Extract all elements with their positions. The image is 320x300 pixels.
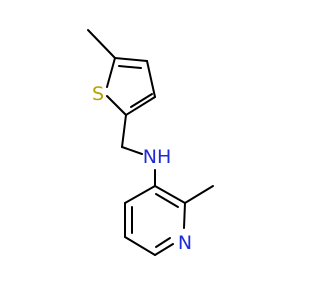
molecule-structure-diagram: S NH N [87, 29, 214, 256]
bond-c2-c3-double [130, 93, 153, 108]
atom-pyridine-n-label: N [178, 232, 192, 254]
bond-c2-c3 [125, 96, 156, 116]
bond-c6-npy [154, 243, 174, 256]
bond-c5-c6py [124, 236, 156, 256]
bond-c2py-c3py-double [155, 193, 179, 208]
bond-c4-c5-double [118, 65, 142, 69]
bond-c3-c4 [146, 60, 156, 98]
bond-ch2-nh [121, 146, 143, 155]
bond-methyl-thiophene [87, 29, 116, 59]
bond-c2-ch2 [121, 114, 127, 148]
bond-c4-c5 [114, 57, 148, 62]
bond-c5-s [106, 57, 116, 88]
atom-amine-label: NH [143, 146, 172, 168]
bond-c3-c4py [124, 185, 156, 204]
bond-c2py-methyl [184, 185, 214, 204]
bond-npy-c2py [183, 202, 186, 229]
atom-sulfur-label: S [92, 83, 104, 105]
molecule-svg: S NH N [87, 29, 214, 256]
bond-c2py-c3py [154, 185, 186, 204]
bond-s-c2 [106, 95, 127, 116]
bond-c6-npy-double [155, 237, 171, 248]
